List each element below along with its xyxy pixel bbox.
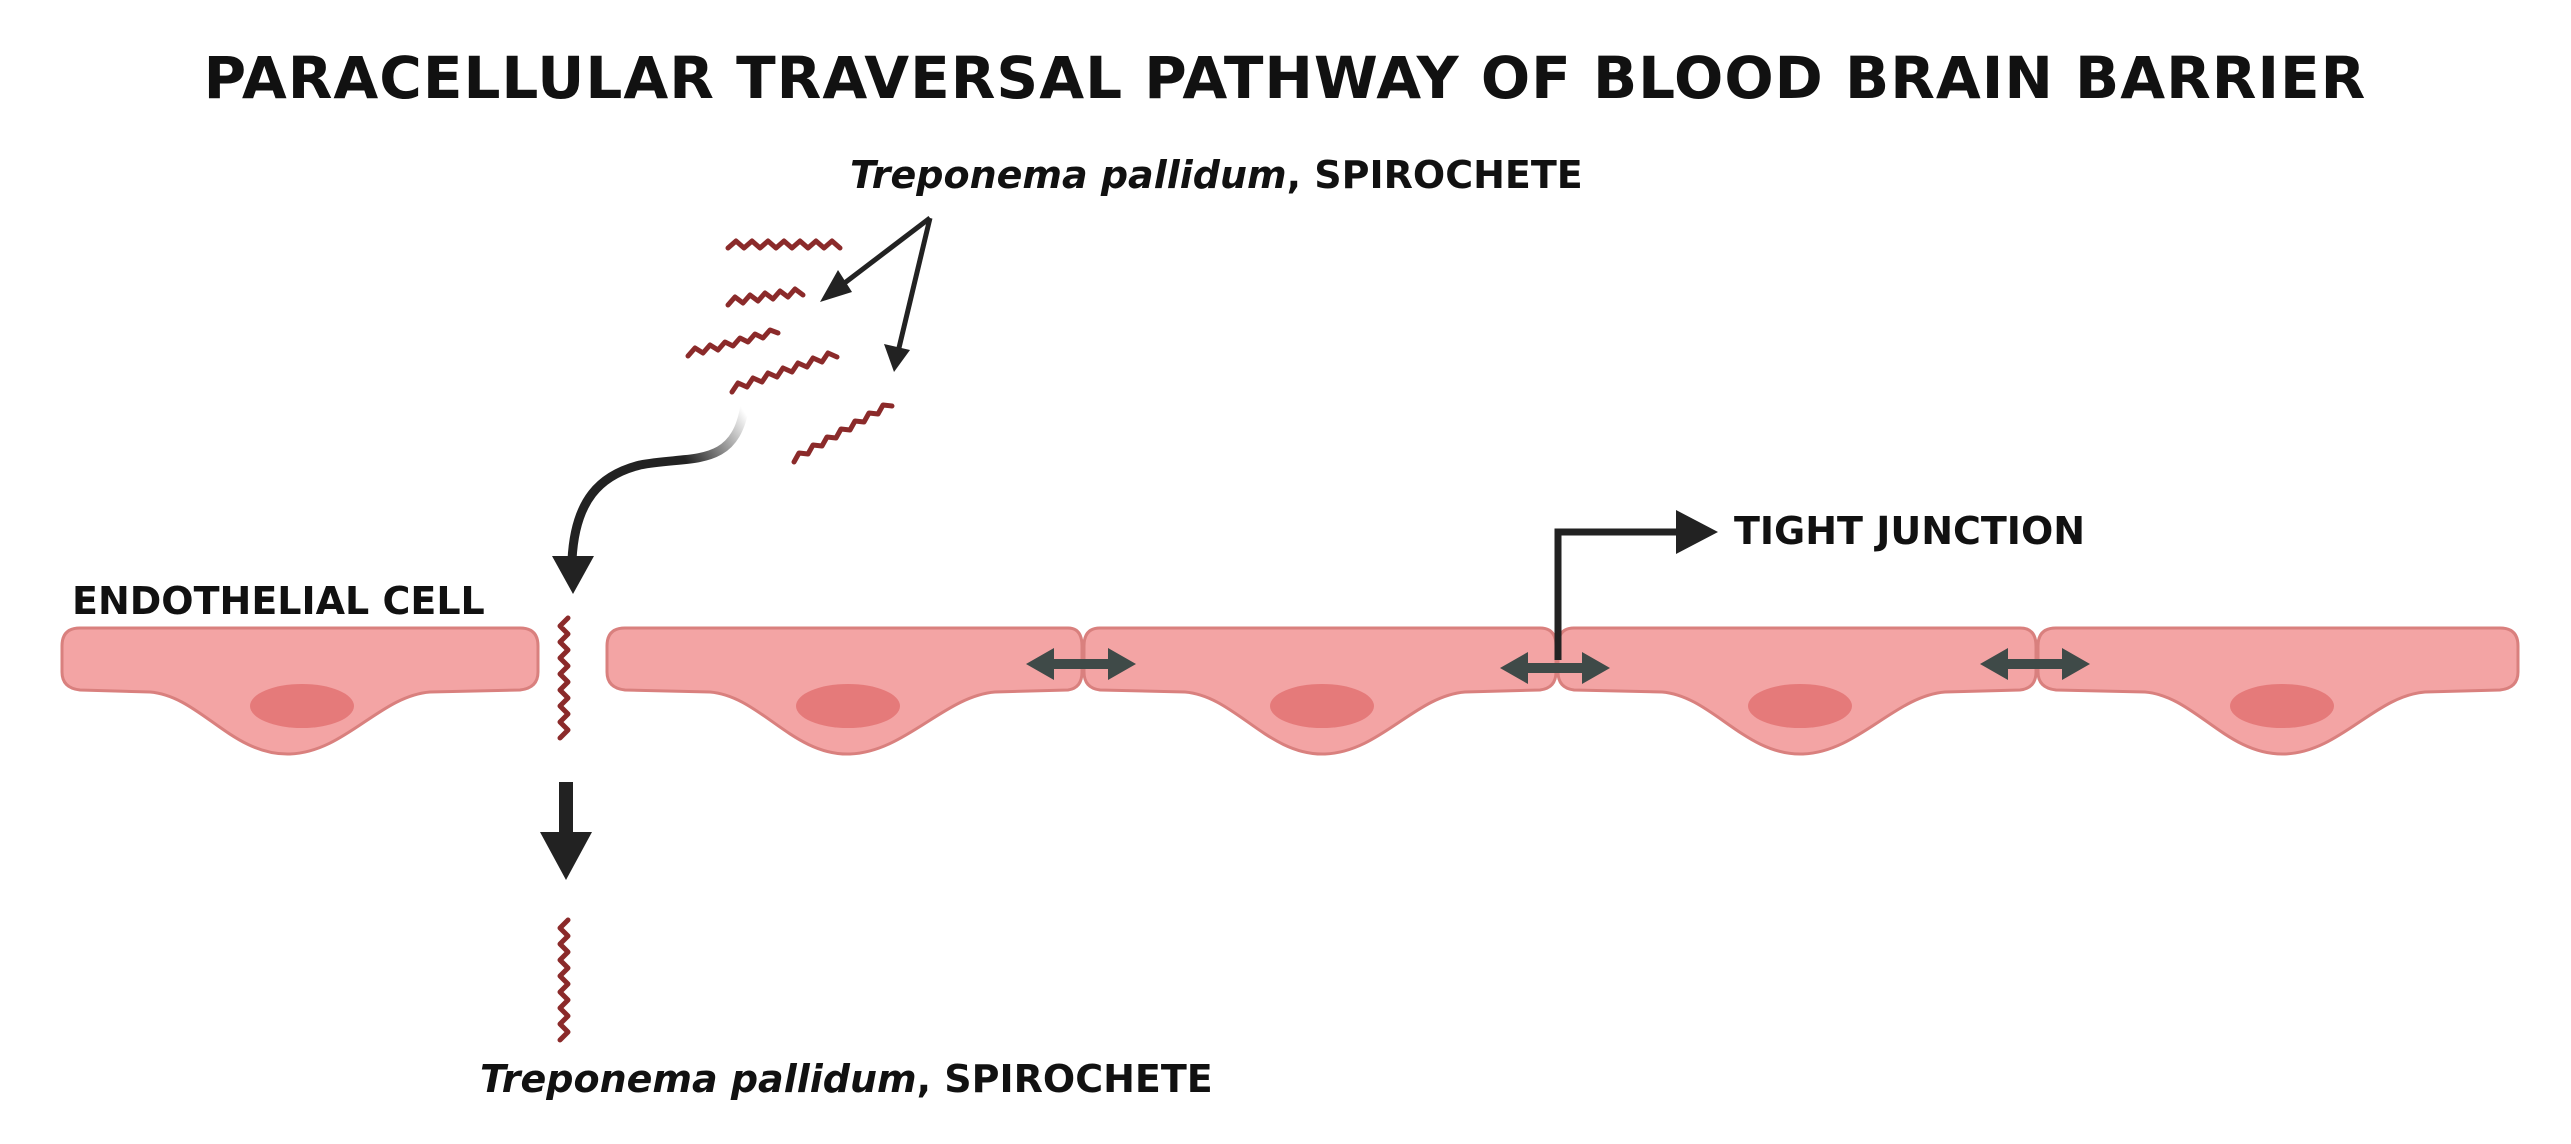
cell-nucleus: [1748, 684, 1852, 728]
top-species-suffix: , SPIROCHETE: [1287, 153, 1583, 197]
top-species-name: Treponema pallidum: [850, 153, 1287, 197]
endothelial-cell: [605, 626, 1084, 756]
cell-nucleus: [796, 684, 900, 728]
spirochete: [729, 350, 840, 395]
bottom-spirochete-label: Treponema pallidum, SPIROCHETE: [480, 1057, 1213, 1101]
endothelial-cell: [2036, 626, 2520, 756]
spirochete: [685, 327, 781, 359]
entry-arrow: [552, 400, 750, 594]
spirochete: [725, 238, 843, 251]
top-label-pointer-arrows: [820, 216, 933, 372]
tight-junction-marker: [1980, 648, 2090, 680]
tight-junction-pointer: [1554, 510, 1718, 660]
endothelial-cells: [60, 626, 2520, 756]
top-spirochete-label: Treponema pallidum, SPIROCHETE: [850, 153, 1583, 197]
spirochete-crossed: [557, 917, 571, 1043]
endothelial-cell-label: ENDOTHELIAL CELL: [72, 579, 485, 623]
endothelial-cell: [60, 626, 540, 756]
cell-nucleus: [250, 684, 354, 728]
cell-nucleus: [2230, 684, 2334, 728]
cell-nucleus: [1270, 684, 1374, 728]
tight-junction-label: TIGHT JUNCTION: [1734, 509, 2085, 553]
exit-arrow: [540, 782, 592, 880]
tight-junction-marker: [1026, 648, 1136, 680]
spirochete: [725, 286, 806, 308]
endothelial-cell: [1082, 626, 1558, 756]
bottom-species-name: Treponema pallidum: [480, 1057, 917, 1101]
diagram-title: PARACELLULAR TRAVERSAL PATHWAY OF BLOOD …: [204, 44, 2367, 112]
spirochete-in-gap: [557, 615, 571, 741]
tight-junction-marker: [1500, 652, 1610, 684]
bottom-species-suffix: , SPIROCHETE: [917, 1057, 1213, 1101]
endothelial-cell: [1556, 626, 2038, 756]
spirochete: [791, 402, 895, 465]
spirochete-cluster-top: [685, 238, 895, 465]
